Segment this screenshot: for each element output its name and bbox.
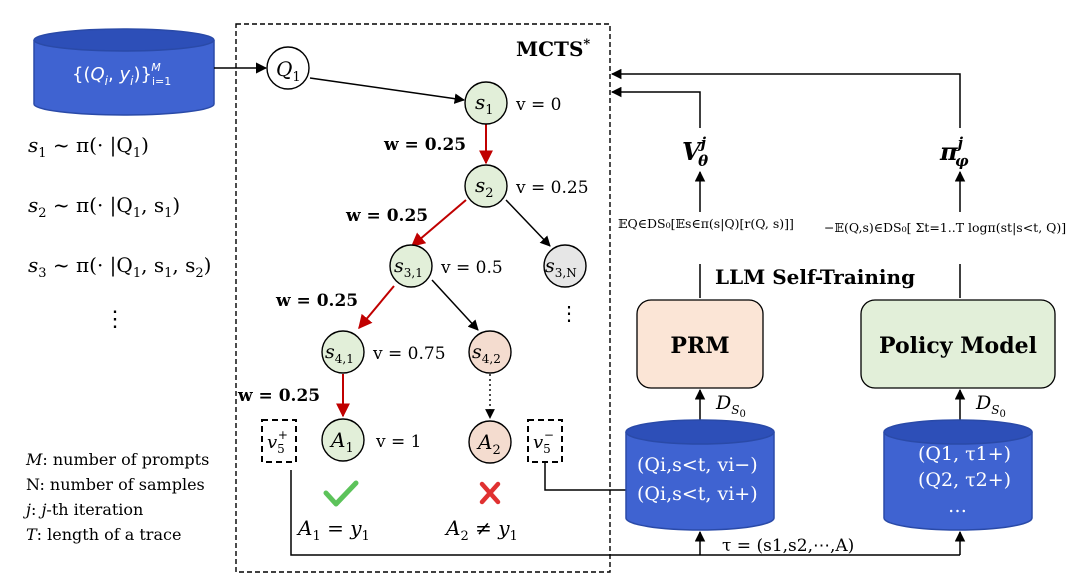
prm-data-line-1: (Qi,s<t, vi−) [637, 454, 758, 476]
sampling-formula-2: s2 ~ π(· |Q1, s1) [28, 193, 180, 221]
node-A1: A1 [321, 418, 365, 462]
node-s3N-dots: ⋮ [559, 301, 579, 325]
policy-objective: −𝔼(Q,s)∈DS₀[ Σt=1..T logπ(st|s<t, Q)] [824, 220, 1066, 235]
outcome-incorrect: A2 ≠ y1 [444, 516, 518, 544]
outcome-correct: A1 = y1 [296, 516, 370, 544]
weight-label-4: w = 0.25 [237, 386, 320, 406]
svg-text:v5−: v5− [533, 428, 554, 456]
prm-data-line-2: (Qi,s<t, vi+) [637, 483, 758, 505]
policy-data-label: DS0 [975, 392, 1006, 420]
sampling-formula-3: s3 ~ π(· |Q1, s1, s2) [28, 253, 211, 281]
cross-icon [479, 481, 501, 505]
sampling-formulas: s1 ~ π(· |Q1) s2 ~ π(· |Q1, s1) s3 ~ π(·… [28, 133, 211, 332]
tree-edges [309, 77, 551, 419]
policy-data-line-2: (Q2, τ2+) [918, 469, 1011, 491]
root-node: Q1 [266, 46, 310, 90]
prm-data-cylinder: (Qi,s<t, vi−) (Qi,s<t, vi+) [625, 419, 775, 531]
node-s1-value-text: v = 0 [515, 95, 561, 115]
v5-minus-box: v5− [527, 419, 563, 463]
prm-objective: 𝔼Q∈DS₀[𝔼s∈π(s|Q)[r(Q, s)]] [618, 216, 794, 231]
svg-text:s3,1: s3,1 [394, 255, 423, 280]
check-icon [323, 480, 359, 507]
svg-text:s4,1: s4,1 [325, 341, 354, 366]
value-to-data-connectors [290, 462, 966, 556]
policy-data-line-3: … [948, 495, 967, 517]
node-s1: s1 [464, 81, 508, 125]
edge-weights: w = 0.25 w = 0.25 w = 0.25 w = 0.25 [237, 135, 466, 406]
node-A1-value: v = 1 [375, 432, 421, 452]
node-s41-value: v = 0.75 [372, 344, 446, 364]
policy-data-cylinder: (Q1, τ1+) (Q2, τ2+) … [883, 419, 1033, 531]
policy-model-label: Policy Model [879, 333, 1037, 359]
svg-text:A1: A1 [329, 428, 354, 456]
dataset-label: {(Qi, yi)}i=1M [72, 61, 171, 88]
policy-data-line-1: (Q1, τ1+) [918, 443, 1011, 465]
node-s1-value: v = 0 [515, 95, 561, 115]
node-s2: s2 [464, 164, 508, 208]
policy-model-box: Policy Model [860, 299, 1056, 389]
svg-text:v5+: v5+ [267, 428, 288, 456]
prm-label: PRM [670, 333, 729, 359]
svg-text:Q1: Q1 [276, 57, 301, 85]
node-s3N: s3,N [543, 244, 587, 288]
prm-box: PRM [636, 299, 764, 389]
trace-label: τ = (s1,s2,⋯,A) [722, 536, 854, 556]
self-training-title: LLM Self-Training [715, 265, 915, 289]
node-s42: s4,2 [468, 330, 512, 374]
weight-label-2: w = 0.25 [345, 206, 428, 226]
legend-item-n: N: number of samples [26, 475, 205, 494]
legend-item-t: T: length of a trace [26, 525, 181, 544]
svg-text:s4,2: s4,2 [472, 341, 501, 366]
node-s41: s4,1 [321, 330, 365, 374]
node-s31: s3,1 [389, 244, 433, 288]
svg-text:s3,N: s3,N [545, 255, 577, 280]
node-A2: A2 [468, 420, 512, 464]
v5-plus-box: v5+ [261, 419, 297, 463]
sampling-ellipsis: ⋮ [104, 307, 126, 332]
svg-text:A2: A2 [476, 430, 501, 458]
prm-data-label: DS0 [715, 392, 746, 420]
weight-label-3: w = 0.25 [275, 291, 358, 311]
legend-item-m: M: number of prompts [25, 450, 209, 469]
legend-item-j: j: j-th iteration [23, 500, 143, 519]
legend: M: number of prompts N: number of sample… [23, 450, 209, 544]
node-s31-value: v = 0.5 [440, 258, 503, 278]
svg-text:s1: s1 [475, 90, 494, 118]
weight-label-1: w = 0.25 [383, 135, 466, 155]
mcts-frame [235, 23, 611, 573]
node-s2-value: v = 0.25 [515, 178, 589, 198]
sampling-formula-1: s1 ~ π(· |Q1) [28, 133, 149, 161]
prompt-dataset-cylinder: {(Qi, yi)}i=1M [33, 28, 215, 116]
mcts-title: MCTS* [516, 37, 590, 61]
feedback-arrows [610, 68, 966, 420]
svg-text:s2: s2 [475, 173, 494, 201]
